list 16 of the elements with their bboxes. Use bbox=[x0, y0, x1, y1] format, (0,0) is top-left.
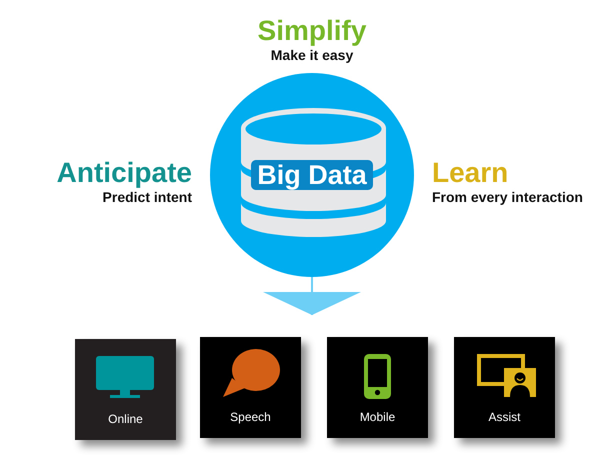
pillar-heading: Simplify bbox=[258, 15, 366, 46]
channel-tile bbox=[454, 337, 555, 438]
channel-label: Online bbox=[107, 412, 144, 426]
pillar-heading: Anticipate bbox=[56, 157, 192, 188]
channel-tile bbox=[200, 337, 301, 438]
pillar-subtitle: Predict intent bbox=[102, 189, 192, 205]
pillar-subtitle: Make it easy bbox=[270, 47, 354, 63]
pillar-subtitle: From every interaction bbox=[432, 189, 583, 205]
channel-tile bbox=[75, 339, 176, 440]
pillar-heading: Learn bbox=[432, 157, 508, 188]
hub-label: Big Data bbox=[251, 160, 373, 190]
channel-label: Speech bbox=[229, 410, 272, 424]
channel-tile bbox=[327, 337, 428, 438]
channel-label: Assist bbox=[487, 410, 522, 424]
channel-label: Mobile bbox=[358, 410, 396, 424]
arrow bbox=[263, 277, 361, 315]
